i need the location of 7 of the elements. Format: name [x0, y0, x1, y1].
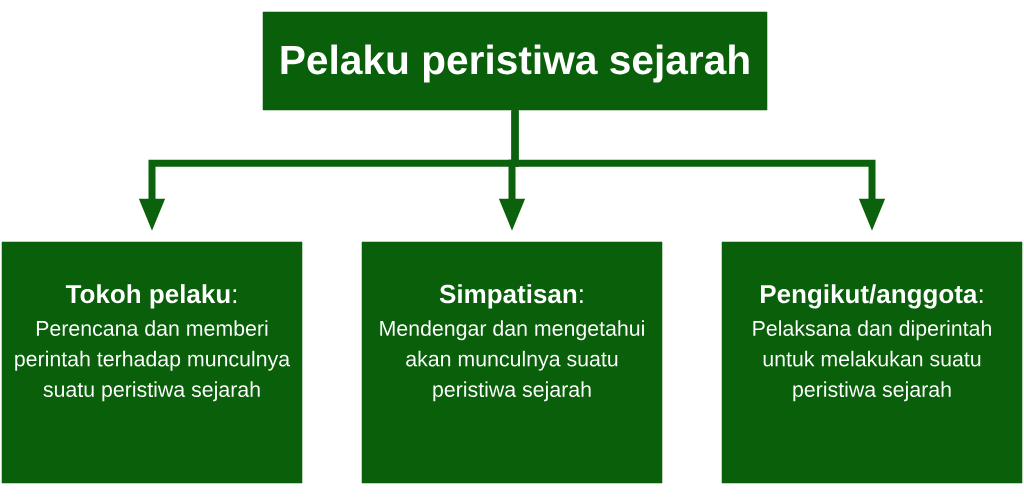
category-description: Perencana dan memberi perintah terhadap munculnya suatu peristiwa sejarah: [15, 320, 291, 402]
category-description: Pelaksana dan diperintah untuk melakukan suatu peristiwa sejarah: [753, 320, 991, 402]
category-heading: Tokoh pelaku:: [65, 284, 237, 309]
category-heading: Pengikut/anggota:: [761, 284, 983, 309]
category-heading: Simpatisan:: [439, 284, 583, 309]
category-description: Mendengar dan mengetahui akan munculnya suatu peristiwa sejarah: [380, 320, 644, 402]
topic-text: Pelaku peristiwa sejarah: [281, 44, 749, 83]
